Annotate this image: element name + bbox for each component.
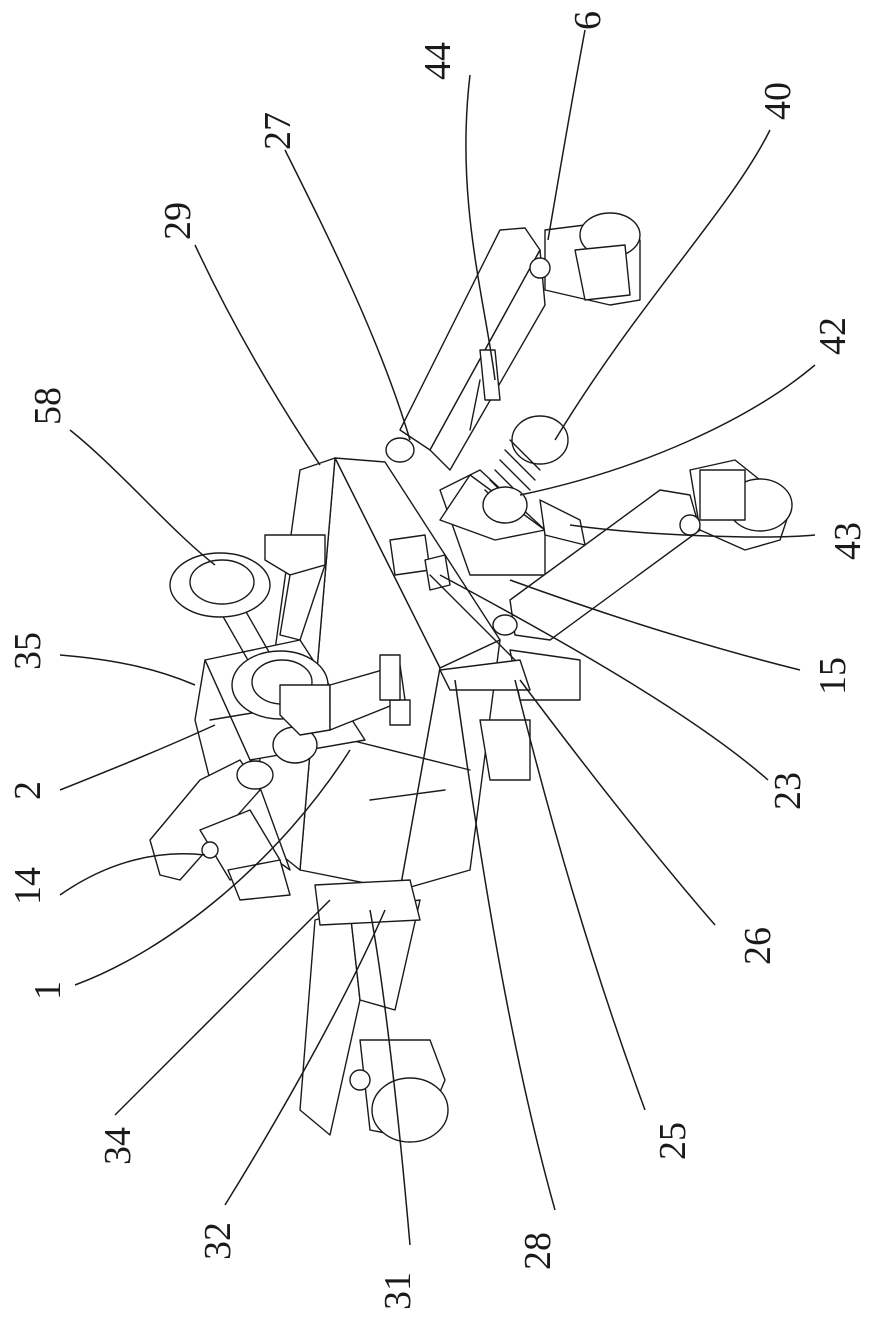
label-35: 35 — [7, 632, 49, 670]
label-27: 27 — [257, 112, 299, 150]
label-1: 1 — [27, 981, 69, 1000]
label-44: 44 — [417, 42, 459, 80]
label-29: 29 — [157, 202, 199, 240]
label-34: 34 — [97, 1127, 139, 1165]
label-2: 2 — [7, 781, 49, 800]
label-32: 32 — [197, 1222, 239, 1260]
label-31: 31 — [377, 1272, 419, 1310]
label-28: 28 — [517, 1232, 559, 1270]
label-23: 23 — [767, 772, 809, 810]
label-25: 25 — [652, 1122, 694, 1160]
label-14: 14 — [7, 867, 49, 905]
label-43: 43 — [827, 522, 869, 560]
lower-left-arm — [300, 880, 448, 1142]
label-6: 6 — [567, 11, 609, 30]
label-42: 42 — [812, 317, 854, 355]
label-26: 26 — [737, 927, 779, 965]
label-15: 15 — [812, 657, 854, 695]
label-58: 58 — [27, 387, 69, 425]
label-40: 40 — [757, 82, 799, 120]
